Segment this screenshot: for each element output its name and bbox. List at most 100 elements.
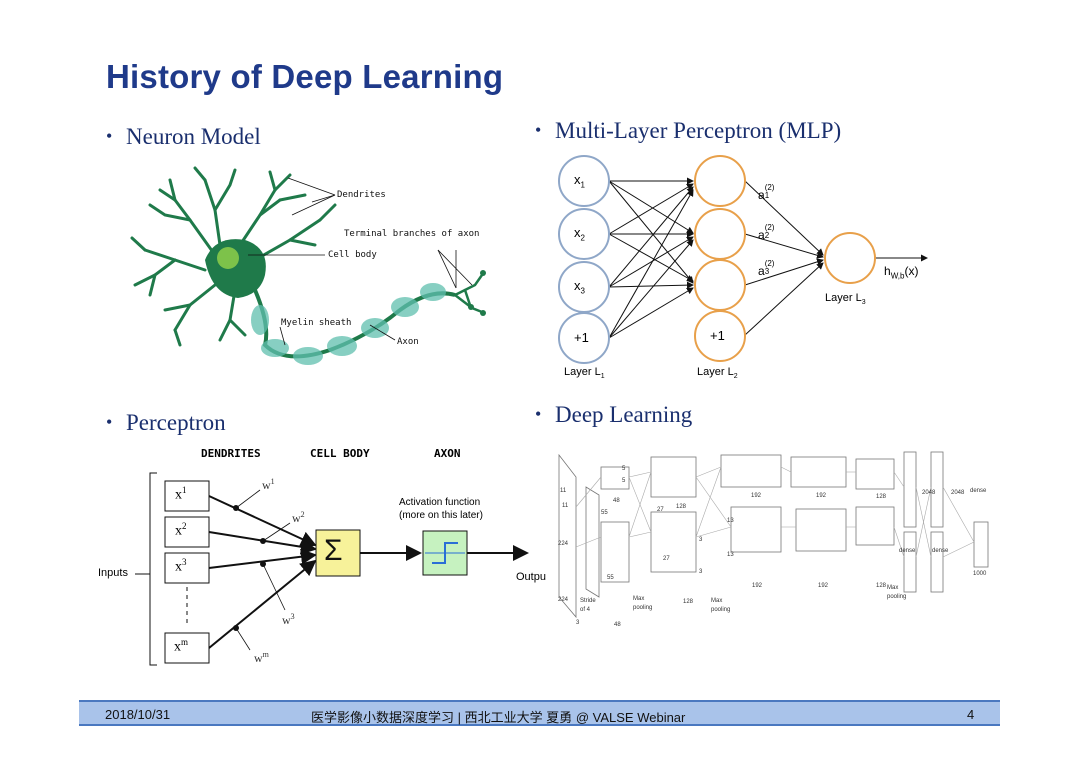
mlp-input-bias: +1 (574, 330, 589, 345)
mlp-connections-1 (608, 177, 694, 339)
label-cell-body: Cell body (328, 250, 377, 260)
mlp-diagram (558, 155, 928, 364)
footer-date: 2018/10/31 (105, 707, 171, 722)
footer-center-text: 医学影像小数据深度学习 | 西北工业大学 夏勇 @ VALSE Webinar (311, 710, 686, 725)
label-axon: Axon (397, 337, 419, 347)
label-dendrites: Dendrites (337, 190, 386, 200)
dl-label: 27 (663, 556, 670, 562)
dl-label: 128 (676, 504, 687, 510)
bullet-deep-learning: • Deep Learning (535, 402, 692, 428)
input-x3: x3 (175, 557, 187, 575)
bullet-text: Perceptron (126, 410, 226, 435)
dl-label: 128 (876, 583, 887, 589)
bullet-text: Multi-Layer Perceptron (MLP) (555, 118, 842, 143)
bullet-perceptron: • Perceptron (106, 410, 226, 436)
weight-w2: w2 (292, 510, 305, 525)
bullet-dot: • (535, 404, 542, 424)
dl-label: dense (932, 548, 949, 554)
mlp-output-label: hW,b(x) (884, 264, 919, 281)
activation-label-line1: Activation function (399, 497, 481, 508)
bullet-dot: • (106, 126, 113, 146)
bullet-text: Deep Learning (555, 402, 693, 427)
terminal-bulbs (468, 270, 486, 316)
dl-label: 128 (683, 599, 694, 605)
inputs-label: Inputs (98, 567, 128, 579)
dl-label: 128 (876, 494, 887, 500)
mlp-input-x3: x3 (574, 278, 585, 296)
dl-label: 48 (614, 622, 621, 628)
dl-label: 192 (816, 493, 827, 499)
mlp-input-x2: x2 (574, 225, 585, 243)
dl-label: 2048 (951, 490, 965, 496)
bullet-dot: • (535, 120, 542, 140)
weight-w3: w3 (282, 612, 295, 627)
mlp-layer-l3: Layer L3 (825, 292, 866, 307)
dl-label: 27 (657, 507, 664, 513)
bullet-neuron-model: • Neuron Model (106, 124, 261, 150)
dl-label: dense (970, 488, 987, 494)
dl-label: 192 (818, 583, 829, 589)
dl-label: 5 (622, 466, 626, 472)
bullet-text: Neuron Model (126, 124, 261, 149)
cell-body (205, 239, 266, 298)
header-dendrites: DENDRITES (201, 447, 261, 460)
mlp-layer-l1: Layer L1 (564, 366, 605, 381)
dl-label: Max (711, 598, 723, 604)
mlp-input-nodes (558, 155, 610, 364)
mlp-input-x1: x1 (574, 172, 585, 190)
myelin-segments (251, 283, 446, 365)
deep-learning-diagram (558, 451, 989, 619)
dl-label: 2048 (922, 490, 936, 496)
dl-label: pooling (711, 607, 731, 613)
bullet-dot: • (106, 412, 113, 432)
weight-dots (233, 505, 266, 631)
mlp-connections-2 (744, 180, 928, 336)
weight-w1: w1 (262, 477, 275, 492)
activation-label-line2: (more on this later) (399, 510, 483, 521)
feature-map-blocks (558, 451, 989, 619)
input-boxes (164, 480, 210, 664)
input-x2: x2 (175, 521, 187, 539)
input-x1: x1 (175, 485, 187, 503)
dl-label: 3 (576, 620, 580, 626)
mlp-layer-l2: Layer L2 (697, 366, 738, 381)
sum-box (315, 529, 361, 577)
nucleus (217, 247, 239, 269)
dl-label: 55 (607, 575, 614, 581)
dendrite-branches (130, 166, 337, 347)
mlp-output-node (824, 232, 876, 284)
header-cell-body: CELL BODY (310, 447, 370, 460)
output-label: Outpu (516, 571, 546, 583)
weight-leaders (235, 489, 291, 651)
neuron-diagram (130, 166, 486, 365)
dl-label: Max (887, 585, 899, 591)
dl-label: 3 (699, 569, 703, 575)
dl-label: Max (633, 596, 645, 602)
dl-label: dense (899, 548, 916, 554)
label-terminal-branches: Terminal branches of axon (344, 229, 480, 239)
perceptron-diagram (135, 472, 529, 666)
weight-wm: wm (254, 650, 269, 665)
mlp-activation-a1: a(2)1 (758, 183, 775, 203)
mlp-hidden-bias: +1 (710, 328, 725, 343)
dl-label: 13 (727, 552, 734, 558)
dl-label: 11 (560, 488, 567, 494)
dl-label: pooling (633, 605, 653, 611)
dl-label: 13 (727, 518, 734, 524)
dl-label: Stride (580, 598, 596, 604)
dl-label: 192 (751, 493, 762, 499)
dl-label: 48 (613, 498, 620, 504)
dl-label: of 4 (580, 607, 591, 613)
inputs-bracket (149, 472, 157, 666)
header-axon: AXON (434, 447, 461, 460)
bullet-mlp: • Multi-Layer Perceptron (MLP) (535, 118, 841, 144)
dl-label: 224 (558, 541, 569, 547)
dl-label: 11 (562, 503, 569, 509)
dl-label: 5 (622, 478, 626, 484)
dl-label: pooling (887, 594, 907, 600)
input-xm: xm (174, 637, 189, 655)
mlp-hidden-nodes (694, 155, 746, 362)
sum-symbol: Σ (324, 534, 343, 567)
label-myelin-sheath: Myelin sheath (281, 318, 352, 328)
connection-lines (575, 466, 975, 558)
